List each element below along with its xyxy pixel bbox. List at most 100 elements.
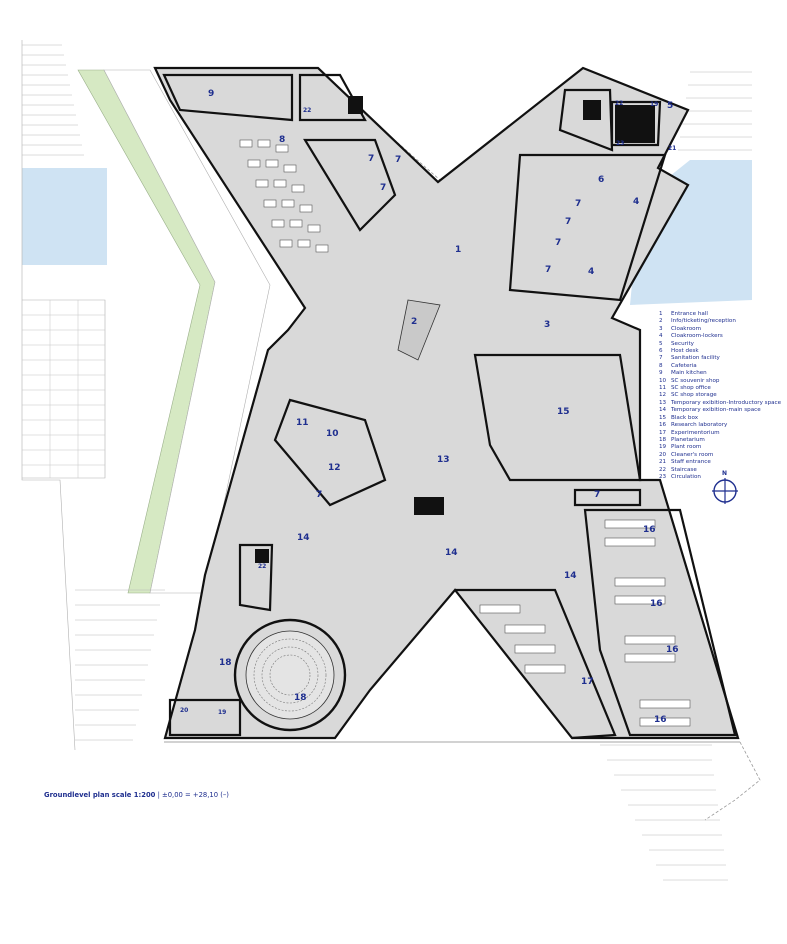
legend-label: Circulation: [671, 473, 701, 480]
legend-number: 14: [659, 407, 667, 414]
adjacent-building: [22, 299, 106, 479]
legend-number: 23: [659, 473, 667, 480]
legend-label: SC shop storage: [671, 392, 717, 399]
legend-item: 11 SC shop office: [659, 385, 781, 392]
steps-bottom-right: [600, 744, 728, 881]
site-context: [21, 40, 761, 881]
legend-number: 2: [659, 318, 663, 325]
legend-label: Temporary exibition-Introductory space: [671, 399, 782, 406]
legend-number: 7: [659, 355, 663, 362]
room-label: 14: [297, 533, 310, 543]
room-label: 15: [557, 407, 570, 417]
legend-number: 10: [659, 377, 667, 384]
room-label: 11: [296, 418, 309, 428]
room-label: 22: [615, 100, 623, 107]
room-label: 20: [180, 707, 188, 714]
room-label: 8: [279, 135, 285, 145]
room-label: 5: [667, 101, 673, 111]
room-label: 21: [668, 145, 676, 152]
legend-label: Cafeteria: [671, 362, 697, 369]
room-label: 10: [326, 429, 339, 439]
room-label: 23: [616, 140, 624, 147]
room-label: 1: [455, 245, 461, 255]
legend-label: Cloakroom-lockers: [671, 333, 723, 340]
solid-elements: [255, 96, 655, 563]
legend-item: 23 Circulation: [659, 474, 781, 481]
legend-item: 9 Main kitchen: [659, 370, 781, 377]
legend-label: Entrance hall: [671, 311, 708, 317]
room-label: 9: [208, 89, 214, 99]
legend-number: 12: [659, 392, 667, 399]
legend-number: 11: [659, 385, 667, 392]
room-label: 7: [545, 265, 551, 275]
legend-number: 20: [659, 451, 667, 458]
legend-item: 22 Staircase: [659, 467, 781, 474]
legend-label: Sanitation facility: [671, 355, 720, 362]
legend-number: 22: [659, 466, 667, 473]
room-label: 7: [395, 155, 401, 165]
room-label: 22: [303, 107, 311, 114]
legend-label: Cleaner's room: [671, 451, 714, 458]
legend-label: Main kitchen: [671, 370, 707, 377]
room-label: 18: [219, 658, 232, 668]
room-label: 4: [588, 267, 594, 277]
north-label: N: [722, 470, 727, 477]
legend-number: 3: [659, 325, 663, 332]
room-label: 3: [544, 320, 550, 330]
room-label: 16: [666, 645, 679, 655]
room-label: 4: [633, 197, 639, 207]
planetarium: [233, 618, 347, 732]
room-label: 17: [581, 677, 594, 687]
caption-elevation: | ±0,00 = +28,10 (–): [155, 791, 229, 799]
site-edge-left: [21, 40, 76, 751]
room-label: 14: [564, 571, 577, 581]
lab-benches: [479, 519, 691, 727]
room-label: 7: [594, 490, 600, 500]
legend-label: Planetarium: [671, 436, 705, 443]
legend-item: 13 Temporary exibition-Introductory space: [659, 400, 781, 407]
legend-item: 17 Experimentorium: [659, 430, 781, 437]
legend-label: Info/ticketing/reception: [671, 318, 736, 325]
legend-label: Staff entrance: [671, 459, 711, 466]
legend-label: SC shop office: [671, 385, 711, 392]
steps-top-left: [22, 44, 84, 156]
legend-number: 17: [659, 429, 667, 436]
legend-number: 13: [659, 399, 667, 406]
legend-label: Staircase: [671, 466, 697, 473]
legend-item: 20 Cleaner's room: [659, 452, 781, 459]
legend-number: 9: [659, 370, 663, 377]
room-label: 12: [328, 463, 341, 473]
room-labels: 1 2 3 4 4 5 6 7 7 7 7 7 7 7 7 7 8 9 10 1…: [180, 89, 679, 725]
legend-label: Cloakroom: [671, 325, 702, 332]
room-label: 7: [368, 154, 374, 164]
room-label: 19: [218, 709, 226, 716]
steps-top-right: [678, 71, 752, 151]
legend-item: 12 SC shop storage: [659, 392, 781, 399]
legend-label: Experimentorium: [671, 429, 720, 436]
legend-item: 7 Sanitation facility: [659, 355, 781, 362]
legend-label: SC souvenir shop: [671, 377, 720, 384]
room-label: 7: [380, 183, 386, 193]
legend-label: Temporary exibition-main space: [671, 407, 761, 414]
room-label: 7: [565, 217, 571, 227]
north-arrow-icon: N: [712, 470, 738, 504]
river-left: [22, 168, 107, 265]
legend-item: 2 Info/ticketing/reception: [659, 318, 781, 325]
room-label: 7: [555, 238, 561, 248]
room-label: 7: [316, 490, 322, 500]
cafeteria-tables: [239, 139, 329, 253]
plan-caption: Groundlevel plan scale 1:200 | ±0,00 = +…: [44, 791, 229, 799]
legend-number: 6: [659, 348, 663, 355]
legend-number: 18: [659, 436, 667, 443]
reception-desk: [397, 299, 441, 361]
legend-label: Security: [671, 340, 694, 347]
